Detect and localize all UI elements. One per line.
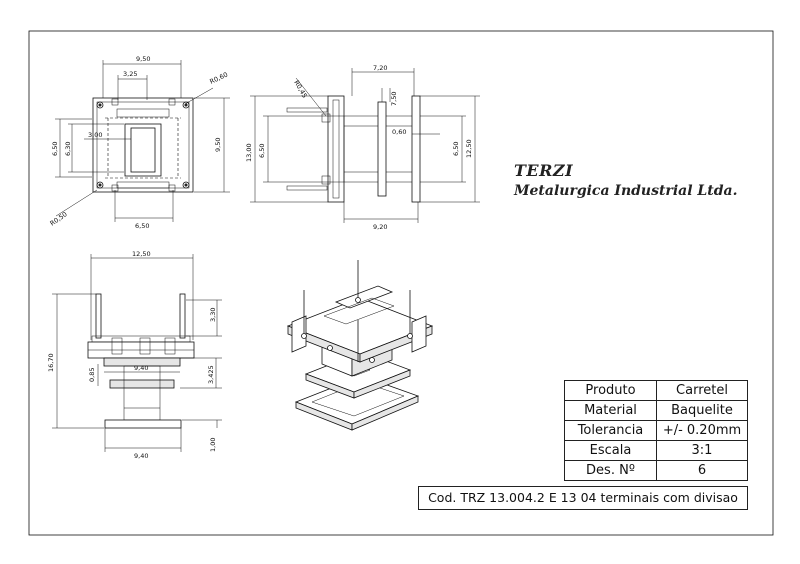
title-row-tolerancia: Tolerancia +/- 0.20mm	[564, 420, 748, 441]
company-block: TERZI Metalurgica Industrial Ltda.	[514, 160, 737, 202]
dim-side-right-inner: 6,50	[452, 142, 460, 156]
dim-side-length-bottom: 9,20	[373, 223, 387, 231]
dim-side-inner-height: 6,50	[258, 144, 266, 158]
dim-side-pin: 7,50	[390, 92, 398, 106]
part-code: Cod. TRZ 13.004.2 E 13 04 terminais com …	[418, 486, 748, 510]
label-material: Material	[564, 400, 657, 421]
company-name: TERZI	[514, 161, 574, 180]
label-tolerancia: Tolerancia	[564, 420, 657, 441]
isometric-view	[286, 260, 434, 431]
label-escala: Escala	[564, 440, 657, 461]
dim-front-base-width: 9,40	[134, 452, 148, 460]
side-view: 7,20 7,50 R0,45 13,00 6,50 0,60 6,50 12,…	[245, 64, 480, 231]
dim-top-radius-bottom: R0,50	[49, 210, 69, 227]
label-desenho: Des. Nº	[564, 460, 657, 481]
front-view: 12,50 3,30 16,70 0,85 9,40 3,425 9,40 1,…	[47, 250, 222, 460]
dim-front-middle-height: 3,425	[207, 365, 215, 384]
dim-side-right-total: 12,50	[465, 139, 473, 158]
dim-top-inner-height: 6,30	[64, 142, 72, 156]
dim-top-width: 9,50	[136, 55, 150, 63]
dim-top-height-right: 9,50	[214, 138, 222, 152]
dim-front-base-thickness: 1,00	[209, 438, 217, 452]
dim-side-gap: 0,60	[392, 128, 406, 136]
dim-top-window: 3,00	[88, 131, 102, 139]
value-desenho: 6	[656, 460, 748, 481]
title-row-material: Material Baquelite	[564, 400, 748, 421]
dim-side-radius: R0,45	[292, 79, 308, 99]
title-block: Produto Carretel Material Baquelite Tole…	[418, 380, 748, 510]
title-row-escala: Escala 3:1	[564, 440, 748, 461]
dim-top-outer-height: 6,50	[51, 142, 59, 156]
dim-top-slot: 3,25	[123, 70, 137, 78]
title-row-produto: Produto Carretel	[564, 380, 748, 401]
dim-front-small: 0,85	[88, 368, 96, 382]
value-escala: 3:1	[656, 440, 748, 461]
dim-top-width-bottom: 6,50	[135, 222, 149, 230]
title-row-desenho: Des. Nº 6	[564, 460, 748, 481]
dim-front-total-height: 16,70	[47, 353, 55, 372]
company-full-name: Metalurgica Industrial Ltda.	[514, 183, 738, 199]
dim-side-length-top: 7,20	[373, 64, 387, 72]
value-material: Baquelite	[656, 400, 748, 421]
dim-front-middle-width: 9,40	[134, 364, 148, 372]
title-block-table: Produto Carretel Material Baquelite Tole…	[564, 380, 748, 481]
label-produto: Produto	[564, 380, 657, 401]
value-tolerancia: +/- 0.20mm	[656, 420, 748, 441]
sheet-border	[28, 30, 774, 536]
value-produto: Carretel	[656, 380, 748, 401]
dim-top-radius: R0,60	[208, 71, 229, 86]
dim-side-total-height: 13,00	[245, 143, 253, 162]
dim-front-pin-height: 3,30	[209, 308, 217, 322]
top-view: 9,50 3,25 R0,60 6,50 6,30 3,00 9,50 6,50…	[49, 55, 230, 230]
dim-front-width-top: 12,50	[132, 250, 151, 258]
